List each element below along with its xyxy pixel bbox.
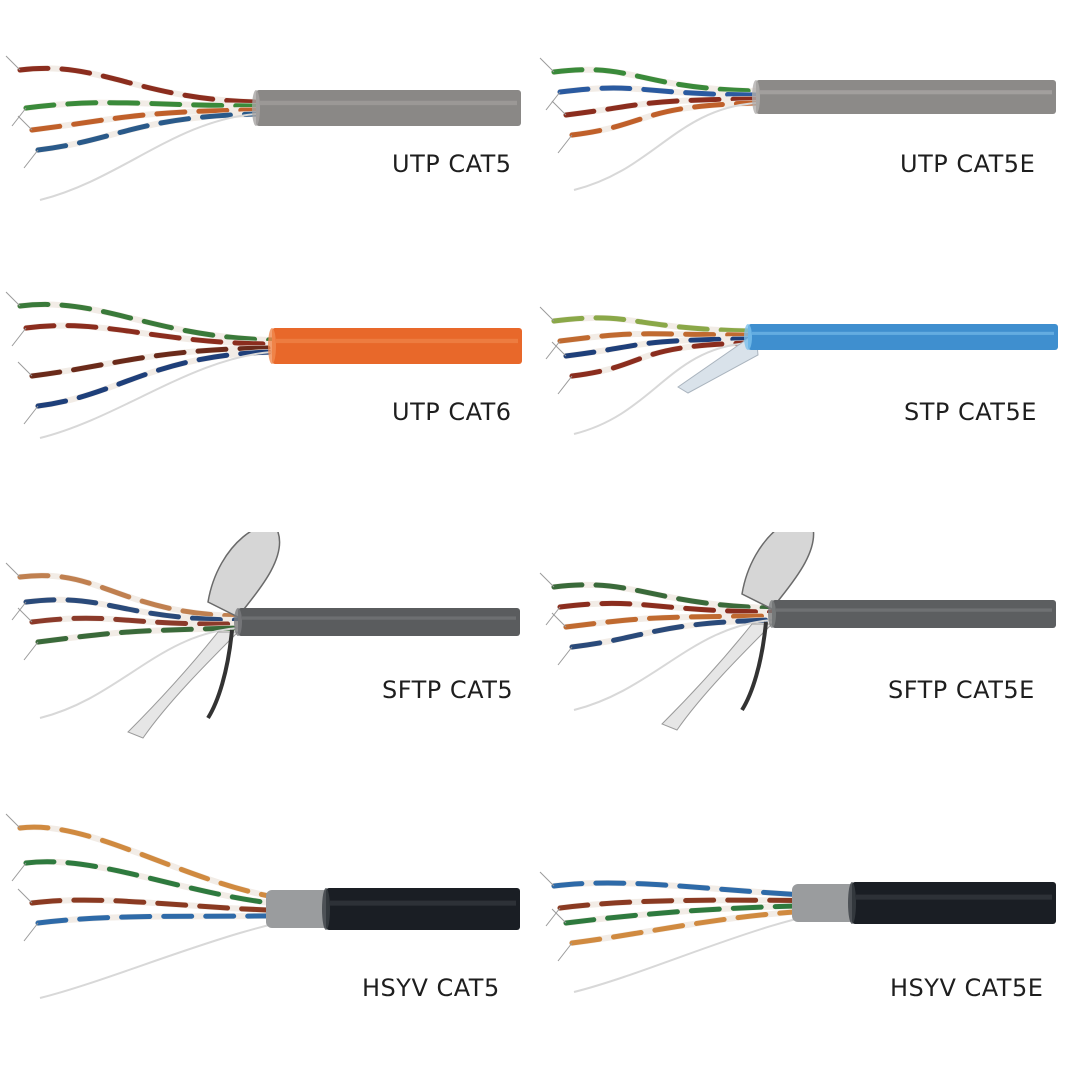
panel-sftp-cat5e: SFTP CAT5E (534, 532, 1068, 798)
cable-label: UTP CAT5 (392, 150, 512, 178)
cable-label: STP CAT5E (904, 398, 1037, 426)
cable-label: SFTP CAT5E (888, 676, 1035, 704)
panel-utp-cat5e: UTP CAT5E (534, 0, 1068, 266)
panel-hsyv-cat5: HSYV CAT5 (0, 798, 534, 1064)
cable-illustration-utp-cat5e (539, 57, 1056, 191)
cable-illustration-hsyv-cat5 (5, 813, 520, 999)
panel-hsyv-cat5e: HSYV CAT5E (534, 798, 1068, 1064)
cable-illustration-hsyv-cat5e (539, 871, 1056, 993)
cable-illustration-utp-cat5 (5, 55, 521, 201)
cable-label: HSYV CAT5E (890, 974, 1044, 1002)
panel-utp-cat5: UTP CAT5 (0, 0, 534, 266)
panel-stp-cat5e: STP CAT5E (534, 266, 1068, 532)
panel-utp-cat6: UTP CAT6 (0, 266, 534, 532)
cable-illustration-utp-cat6 (5, 291, 522, 439)
cable-label: UTP CAT5E (900, 150, 1036, 178)
cable-label: UTP CAT6 (392, 398, 512, 426)
panel-sftp-cat5: SFTP CAT5 (0, 532, 534, 798)
cable-illustration-sftp-cat5e (539, 532, 1056, 731)
cable-illustration-sftp-cat5 (5, 532, 520, 739)
cable-illustration-stp-cat5e (539, 306, 1058, 435)
cable-label: SFTP CAT5 (382, 676, 514, 704)
cable-label: HSYV CAT5 (362, 974, 500, 1002)
